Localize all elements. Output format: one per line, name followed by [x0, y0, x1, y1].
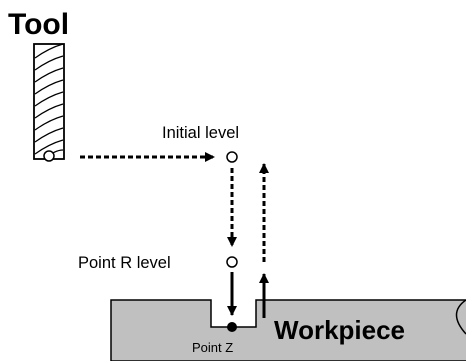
workpiece-break-line: [455, 299, 466, 335]
tool-title: Tool: [8, 8, 69, 41]
workpiece-label: Workpiece: [274, 315, 405, 345]
initial-level-point: [226, 151, 238, 163]
initial-level-label: Initial level: [162, 124, 239, 142]
point-r-level-label: Point R level: [78, 254, 171, 272]
point-r-level-point: [226, 256, 238, 268]
workpiece-block: [110, 299, 466, 361]
point-z-marker: [227, 322, 237, 332]
tool-tip-point: [43, 150, 55, 162]
end-mill-tool-icon: [33, 43, 65, 162]
point-z-label: Point Z: [192, 340, 233, 355]
